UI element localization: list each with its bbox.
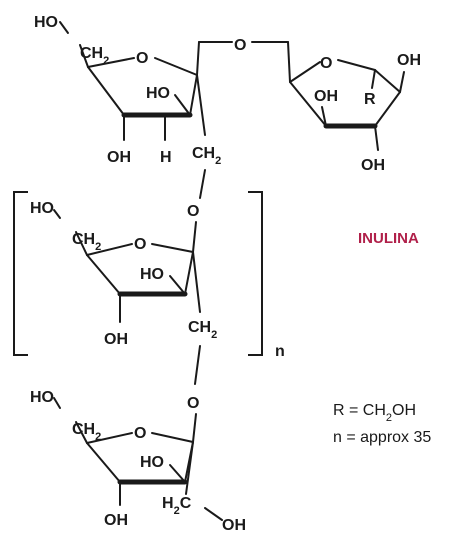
ring-oxygen-label: O — [136, 50, 148, 67]
ho-label: HO — [34, 14, 58, 31]
h2c-label: H2C — [162, 495, 192, 517]
oh-label: OH — [104, 512, 128, 529]
oh-label: OH — [104, 331, 128, 348]
r-label: R — [364, 91, 376, 108]
fructose-unit-bottom: HO CH2 O HO OH H2C OH — [30, 389, 246, 533]
oh-label: OH — [361, 157, 385, 174]
oh-label: OH — [397, 52, 421, 69]
glycosidic-oxygen-label: O — [187, 395, 199, 412]
repeat-count-label: n — [275, 343, 285, 360]
legend-r-definition: R = CH2OH — [333, 402, 416, 424]
legend-n-definition: n = approx 35 — [333, 429, 431, 446]
oh-label: OH — [222, 517, 246, 533]
compound-title: INULINA — [358, 230, 419, 247]
ch2-label: CH2 — [80, 45, 109, 67]
fructose-unit-top: HO CH2 O HO OH H CH2 — [34, 14, 233, 199]
ch2-label: CH2 — [72, 231, 101, 253]
ho-label: HO — [140, 266, 164, 283]
glycosidic-link-bottom: O — [187, 395, 199, 443]
glycosidic-link-glucose: O — [234, 37, 289, 54]
h-label: H — [160, 149, 172, 166]
legend: R = CH2OH n = approx 35 — [333, 402, 431, 446]
ho-label: HO — [30, 389, 54, 406]
fructose-unit-repeat: HO CH2 O HO OH CH2 — [30, 200, 217, 385]
ring-oxygen-label: O — [320, 55, 332, 72]
oh-label: OH — [107, 149, 131, 166]
glycosidic-oxygen-label: O — [234, 37, 246, 54]
ch2-label: CH2 — [72, 421, 101, 443]
ho-label: HO — [30, 200, 54, 217]
ch2-label: CH2 — [192, 145, 221, 167]
repeat-bracket: n — [13, 191, 285, 360]
oh-label: OH — [314, 88, 338, 105]
glycosidic-oxygen-label: O — [187, 203, 199, 220]
glycosidic-link-repeat: O — [187, 203, 199, 253]
ch2-label: CH2 — [188, 319, 217, 341]
ring-oxygen-label: O — [134, 236, 146, 253]
ho-label: HO — [146, 85, 170, 102]
ho-label: HO — [140, 454, 164, 471]
glucose-unit: O OH OH R OH — [287, 41, 421, 174]
ring-oxygen-label: O — [134, 425, 146, 442]
